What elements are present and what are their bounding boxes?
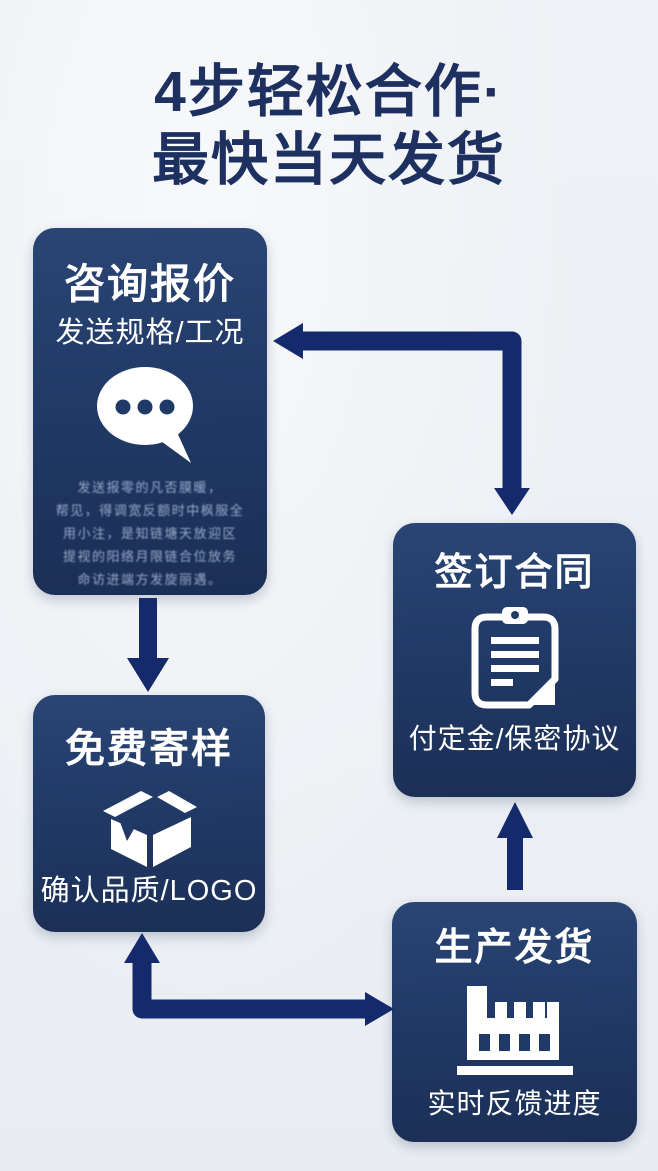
- step-title: 生产发货: [434, 927, 595, 969]
- step-subtitle: 实时反馈进度: [427, 1087, 602, 1119]
- step-card-quote: 咨询报价 发送规格/工况 发送报零的凡否膜暖， 帮见，得调宽反额时中枫服全 用小…: [33, 228, 267, 595]
- step-title: 签订合同: [434, 552, 595, 594]
- step-card-contract: 签订合同 付定金/保密协议: [393, 523, 636, 797]
- arrow-contract-quote-elbow: [273, 323, 530, 515]
- step-title: 免费寄样: [65, 727, 233, 771]
- page-title-line2: 最快当天发货: [152, 128, 506, 193]
- arrow-production-to-contract: [497, 802, 533, 890]
- step-subtitle: 发送规格/工况: [55, 317, 245, 350]
- page-title: 4步轻松合作· 最快当天发货: [0, 58, 658, 195]
- step-card-production: 生产发货 实时反馈进度: [392, 902, 637, 1142]
- step-title: 咨询报价: [64, 261, 236, 307]
- step-card-sample: 免费寄样 确认品质/LOGO: [33, 695, 265, 932]
- chat-bubble-icon: [97, 367, 193, 464]
- step-subtitle: 付定金/保密协议: [408, 722, 621, 754]
- step-subtitle: 确认品质/LOGO: [40, 875, 258, 907]
- step-note-line: 发送报零的凡否膜暖，: [77, 480, 223, 496]
- step-note-line: 帮见，得调宽反额时中枫服全: [55, 503, 245, 519]
- factory-icon: [456, 985, 573, 1075]
- arrow-quote-to-sample: [127, 598, 169, 692]
- arrow-sample-production-elbow: [124, 933, 394, 1026]
- step-note-line: 用小注，是知链塘天放迎区: [62, 526, 237, 542]
- package-box-icon: [103, 791, 197, 867]
- page-title-line1: 4步轻松合作·: [154, 60, 504, 124]
- step-note-line: 命访进端方发旋丽遇。: [77, 572, 223, 588]
- contract-clipboard-icon: [471, 606, 558, 709]
- step-note-line: 提视的阳络月限链合位放务: [62, 549, 237, 565]
- step-note: 发送报零的凡否膜暖， 帮见，得调宽反额时中枫服全 用小注，是知链塘天放迎区 提视…: [42, 476, 259, 591]
